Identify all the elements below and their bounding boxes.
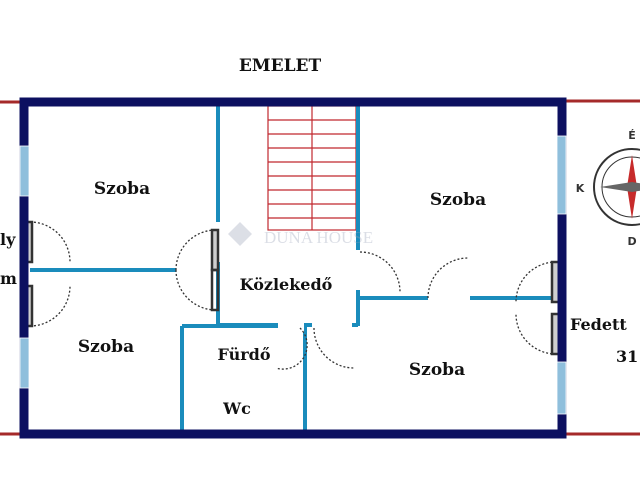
watermark-text: DUNA HOUSE xyxy=(264,228,373,247)
compass-letter-east: K xyxy=(576,182,585,195)
watermark-logo-icon xyxy=(228,222,252,246)
plan-title: EMELET xyxy=(239,56,322,76)
outer-walls xyxy=(19,97,567,439)
terrace-right xyxy=(563,99,640,436)
outside-label-right-bottom: 31 xyxy=(616,347,638,366)
outside-label-left-top: ly xyxy=(0,230,16,249)
windows xyxy=(19,135,567,415)
room-label-bottom-left: Szoba xyxy=(78,337,134,357)
room-label-wc: Wc xyxy=(222,399,251,418)
room-label-bottom-right: Szoba xyxy=(409,360,465,380)
watermark: DUNA HOUSE xyxy=(228,222,373,247)
inner-walls xyxy=(30,104,558,434)
room-label-corridor: Közlekedő xyxy=(240,275,333,294)
room-label-top-left: Szoba xyxy=(94,179,150,199)
staircase xyxy=(267,105,357,231)
compass-letter-north: É xyxy=(628,129,636,142)
room-label-top-right: Szoba xyxy=(430,190,486,210)
compass-icon: K É D xyxy=(576,129,640,248)
compass-letter-south: D xyxy=(627,235,636,248)
outside-label-right-top: Fedett xyxy=(570,315,627,334)
room-label-bathroom: Fürdő xyxy=(218,345,271,364)
outside-label-left-bottom: m xyxy=(0,269,17,288)
